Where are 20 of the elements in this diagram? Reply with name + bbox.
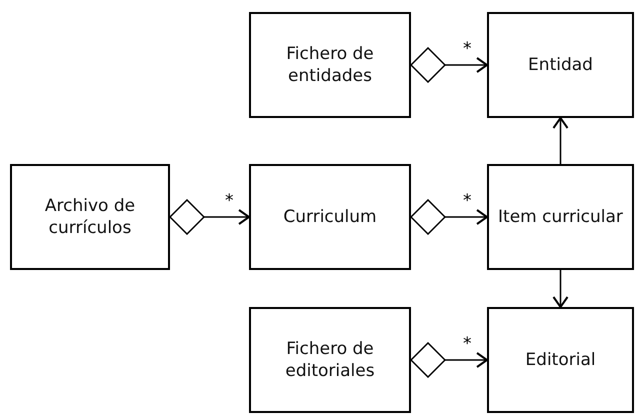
class-box: [487, 164, 634, 270]
arrow: [552, 117, 568, 164]
class-box: [249, 164, 411, 270]
class-name: Item curricular: [497, 206, 624, 228]
class-box: [487, 307, 634, 413]
composition-arrow: [410, 342, 488, 378]
class-name: Entidad: [527, 54, 594, 76]
class-name: Editorial: [524, 348, 597, 372]
class-name: Curriculum: [282, 206, 378, 228]
class-name: Archivo de currículos: [44, 194, 136, 240]
class-name: Fichero de entidades: [285, 42, 375, 88]
arrow: [552, 270, 568, 308]
composition-arrow: [410, 199, 488, 235]
class-box: [487, 12, 634, 118]
class-box: [249, 12, 411, 118]
composition-arrow: [169, 199, 250, 235]
composition-arrow: [410, 47, 488, 83]
class-box: [249, 307, 411, 413]
class-box: [10, 164, 170, 270]
class-name: Fichero de editoriales: [284, 338, 376, 382]
